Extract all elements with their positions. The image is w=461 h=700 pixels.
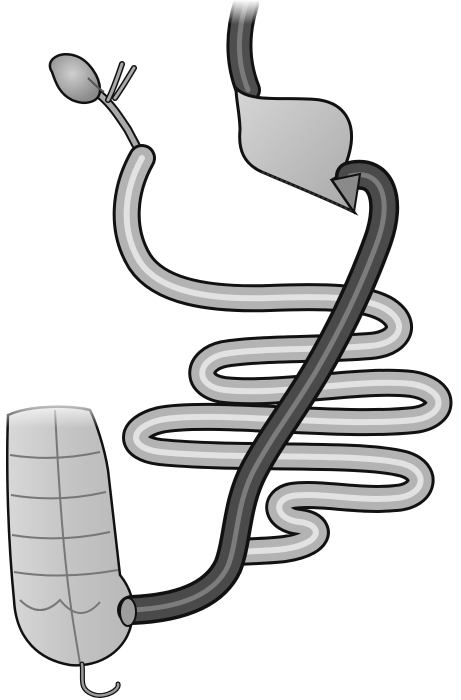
colon-fade bbox=[0, 398, 120, 428]
common-channel bbox=[120, 598, 136, 626]
gallbladder-group bbox=[50, 54, 142, 158]
stomach-pouch-body bbox=[236, 88, 354, 212]
gallbladder bbox=[50, 54, 100, 103]
esophagus bbox=[220, 0, 280, 90]
colon bbox=[0, 398, 133, 695]
ileocecal-junction bbox=[120, 598, 136, 626]
esophagus-fade bbox=[220, 0, 280, 24]
appendix-inner bbox=[82, 664, 118, 695]
stomach-pouch bbox=[236, 88, 354, 212]
